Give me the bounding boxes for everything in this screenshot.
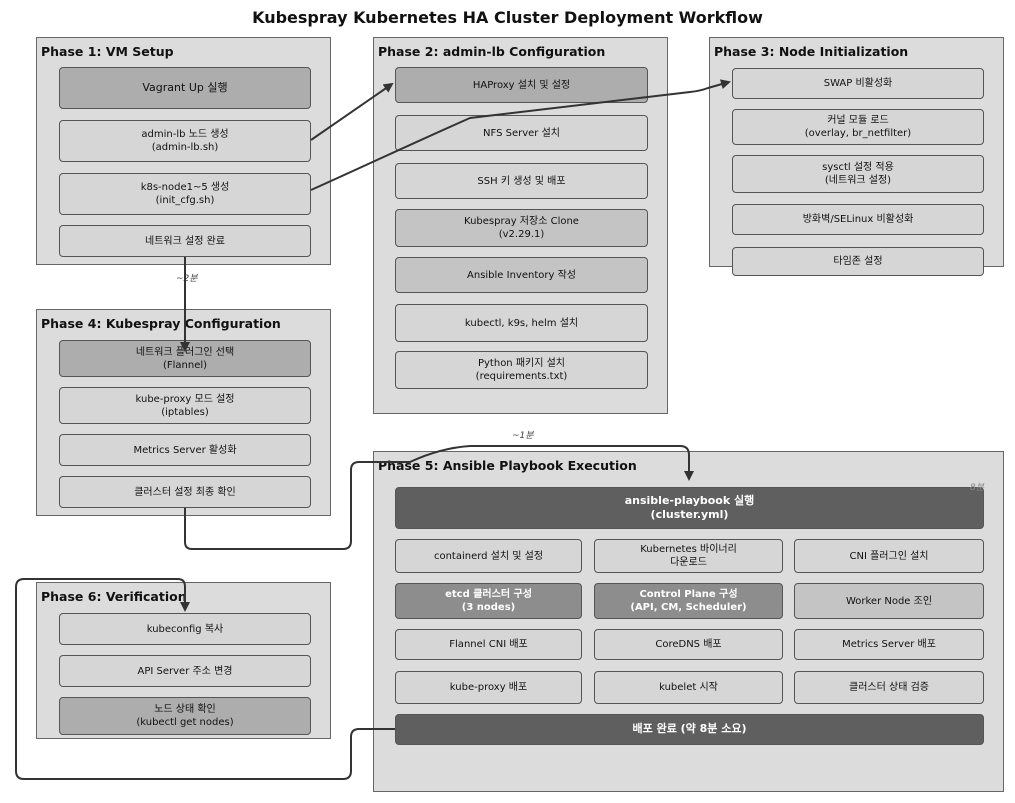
phase2-step-inventory: Ansible Inventory 작성 [395, 257, 648, 293]
phase5-panel: Phase 5: Ansible Playbook Execution ansi… [373, 451, 1004, 792]
phase5-step-coredns: CoreDNS 배포 [594, 629, 783, 660]
phase5-step-cni-plugin: CNI 플러그인 설치 [794, 539, 984, 573]
phase4-step-metrics-server: Metrics Server 활성화 [59, 434, 311, 466]
phase5-step-worker-join: Worker Node 조인 [794, 583, 984, 619]
phase5-deploy-complete: 배포 완료 (약 8분 소요) [395, 714, 984, 745]
phase1-title: Phase 1: VM Setup [41, 44, 174, 59]
phase2-step-nfs: NFS Server 설치 [395, 115, 648, 151]
phase4-step-network-plugin: 네트워크 플러그인 선택 (Flannel) [59, 340, 311, 377]
phase2-step-haproxy: HAProxy 설치 및 설정 [395, 67, 648, 103]
phase6-step-node-status: 노드 상태 확인 (kubectl get nodes) [59, 697, 311, 735]
phase2-step-cli-tools: kubectl, k9s, helm 설치 [395, 304, 648, 342]
phase3-step-timezone: 타임존 설정 [732, 247, 984, 276]
phase3-step-firewall: 방화벽/SELinux 비활성화 [732, 204, 984, 235]
phase3-step-swap: SWAP 비활성화 [732, 68, 984, 99]
phase4-title: Phase 4: Kubespray Configuration [41, 316, 281, 331]
phase6-title: Phase 6: Verification [41, 589, 187, 604]
phase1-step-admin-lb: admin-lb 노드 생성 (admin-lb.sh) [59, 120, 311, 162]
phase5-step-kubelet: kubelet 시작 [594, 671, 783, 704]
phase3-step-sysctl: sysctl 설정 적용 (네트워크 설정) [732, 155, 984, 193]
phase4-step-final-check: 클러스터 설정 최종 확인 [59, 476, 311, 508]
phase5-step-k8s-binaries: Kubernetes 바이너리 다운로드 [594, 539, 783, 573]
phase5-title: Phase 5: Ansible Playbook Execution [378, 458, 637, 473]
phase5-step-flannel: Flannel CNI 배포 [395, 629, 582, 660]
note-p5-time: 8분 [970, 483, 985, 493]
note-p1-to-p4-time: ~2분 [176, 274, 198, 284]
phase1-step-k8s-nodes: k8s-node1~5 생성 (init_cfg.sh) [59, 173, 311, 215]
phase2-panel: Phase 2: admin-lb Configuration HAProxy … [373, 37, 668, 414]
phase6-step-kubeconfig: kubeconfig 복사 [59, 613, 311, 645]
phase6-step-api-address: API Server 주소 변경 [59, 655, 311, 687]
phase5-step-control-plane: Control Plane 구성 (API, CM, Scheduler) [594, 583, 783, 619]
phase5-step-kube-proxy: kube-proxy 배포 [395, 671, 582, 704]
phase2-step-python: Python 패키지 설치 (requirements.txt) [395, 351, 648, 389]
phase3-panel: Phase 3: Node Initialization SWAP 비활성화 커… [709, 37, 1004, 276]
phase4-panel: Phase 4: Kubespray Configuration 네트워크 플러… [36, 309, 331, 516]
phase6-panel: Phase 6: Verification kubeconfig 복사 API … [36, 582, 331, 739]
phase5-step-metrics-server-deploy: Metrics Server 배포 [794, 629, 984, 660]
phase4-step-kube-proxy-mode: kube-proxy 모드 설정 (iptables) [59, 387, 311, 424]
phase1-panel: Phase 1: VM Setup Vagrant Up 실행 admin-lb… [36, 37, 331, 265]
phase2-title: Phase 2: admin-lb Configuration [378, 44, 606, 59]
phase1-step-network-done: 네트워크 설정 완료 [59, 225, 311, 257]
phase3-step-kernel-modules: 커널 모듈 로드 (overlay, br_netfilter) [732, 109, 984, 145]
phase5-step-containerd: containerd 설치 및 설정 [395, 539, 582, 573]
note-p4-to-p5-time: ~1분 [512, 431, 534, 441]
phase3-title: Phase 3: Node Initialization [714, 44, 909, 59]
phase2-step-kubespray-clone: Kubespray 저장소 Clone (v2.29.1) [395, 209, 648, 247]
diagram-title: Kubespray Kubernetes HA Cluster Deployme… [252, 8, 763, 27]
phase5-playbook-run: ansible-playbook 실행 (cluster.yml) [395, 487, 984, 529]
phase2-step-ssh: SSH 키 생성 및 배포 [395, 163, 648, 199]
phase5-step-etcd: etcd 클러스터 구성 (3 nodes) [395, 583, 582, 619]
phase1-step-vagrant-up: Vagrant Up 실행 [59, 67, 311, 109]
phase5-step-cluster-verify: 클러스터 상태 검증 [794, 671, 984, 704]
